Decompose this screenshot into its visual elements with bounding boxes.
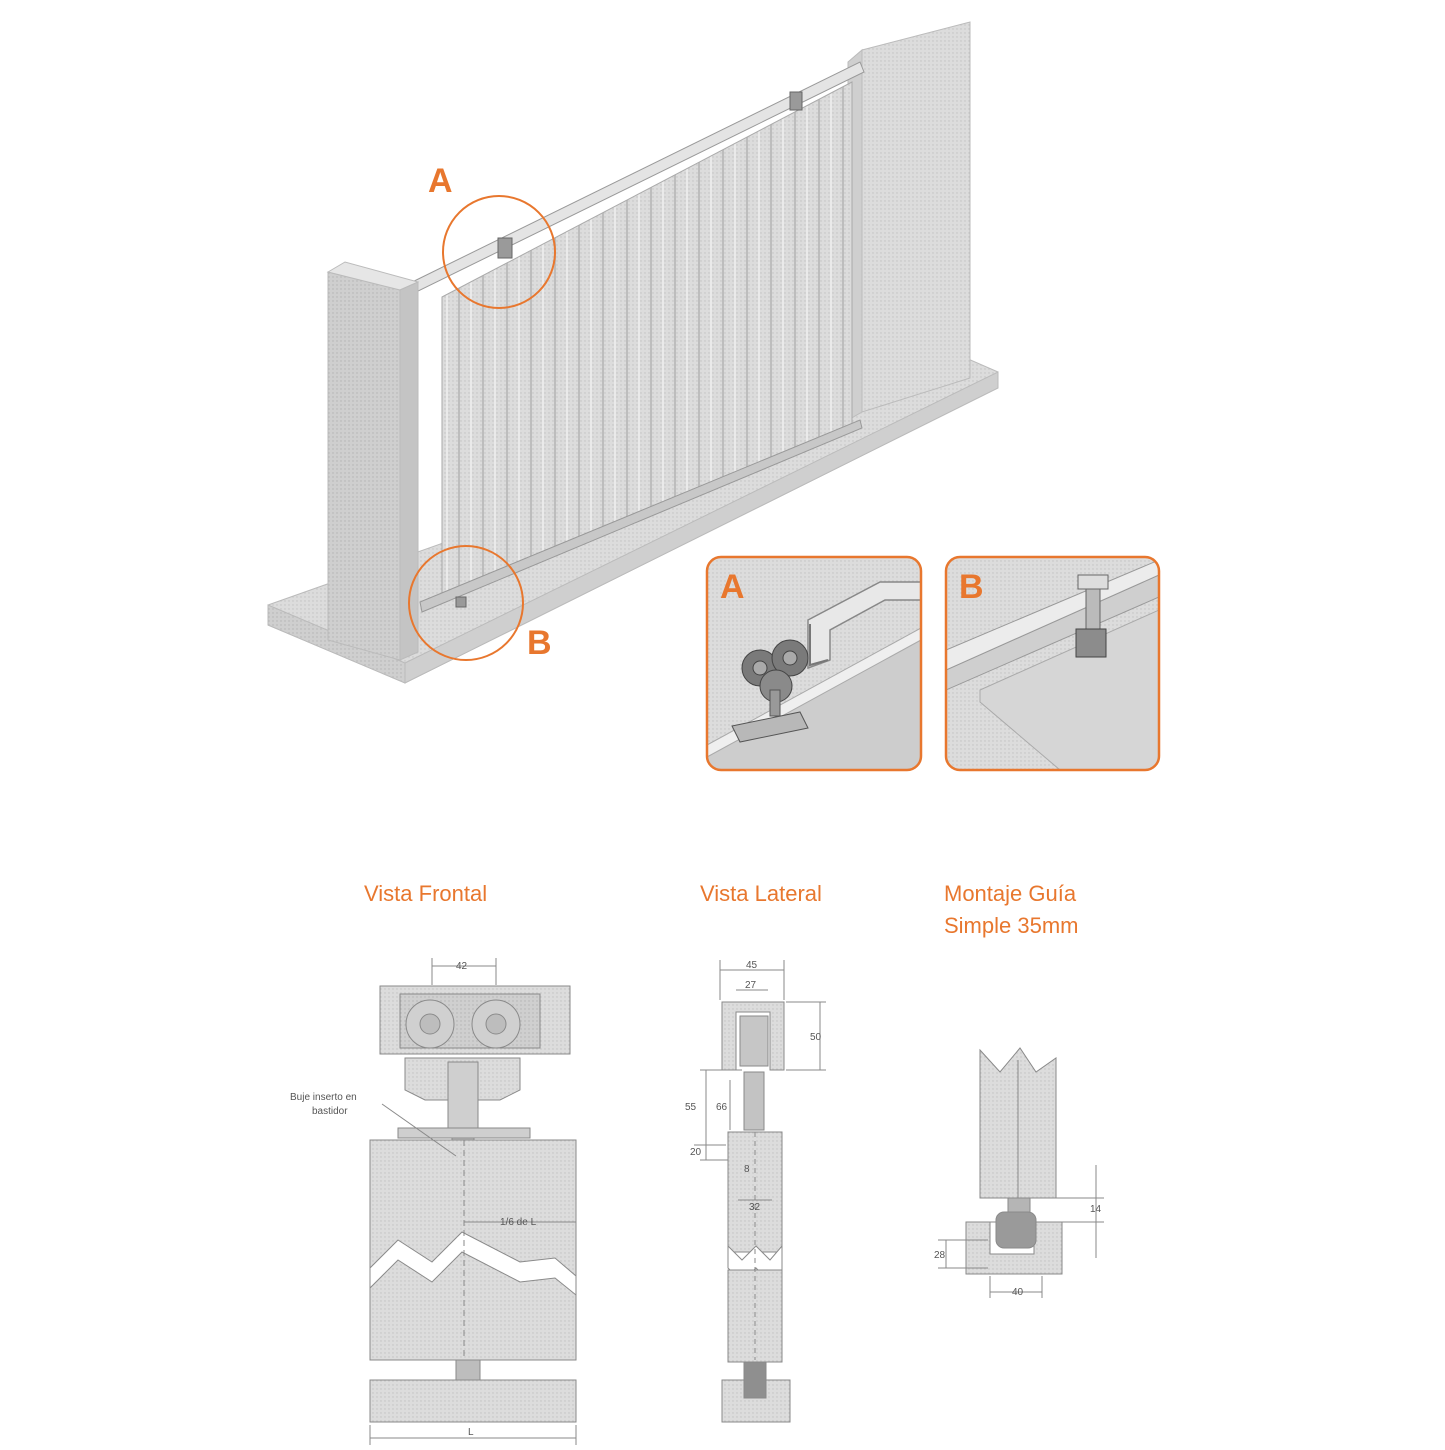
callout-label-b: B	[527, 624, 552, 662]
front-note-line1: Buje inserto en	[290, 1092, 357, 1103]
front-view-title: Vista Frontal	[364, 881, 488, 906]
guide-dim-bottom: 40	[1012, 1287, 1024, 1298]
guide-view-title-line1: Montaje Guía	[944, 881, 1077, 906]
side-dim-width: 45	[746, 960, 758, 971]
bottom-track	[419, 419, 863, 613]
side-dim-66: 66	[716, 1102, 728, 1113]
detail-label-a: A	[720, 568, 745, 606]
callout-circle-b	[408, 545, 524, 661]
side-dim-inner: 27	[745, 980, 757, 991]
detail-label-b: B	[959, 568, 984, 606]
callout-label-a: A	[428, 162, 453, 200]
front-note-line2: bastidor	[312, 1106, 348, 1117]
detail-panel-a: A	[705, 555, 923, 772]
roller-hardware-icon	[455, 91, 803, 608]
guide-view-title-line2: Simple 35mm	[944, 913, 1079, 938]
side-dim-55: 55	[685, 1102, 697, 1113]
guide-dim-left: 28	[934, 1250, 946, 1261]
side-dim-32: 32	[749, 1202, 761, 1213]
front-dim-center: 1/6 de L	[500, 1217, 537, 1228]
front-wheels-icon	[405, 999, 521, 1049]
front-view-drawing: 42 1/6 de L L Buje inserto en bastidor	[290, 958, 577, 1445]
side-dim-20: 20	[690, 1147, 702, 1158]
side-dim-8: 8	[744, 1164, 750, 1175]
guide-roller-icon	[1075, 574, 1109, 658]
callout-circle-a	[442, 195, 556, 309]
detail-panel-b: B	[944, 555, 1161, 772]
c-channel-icon	[807, 581, 921, 670]
side-view-title: Vista Lateral	[700, 881, 822, 906]
front-dim-bottom: L	[468, 1427, 474, 1438]
front-dim-top: 42	[456, 961, 468, 972]
side-view-drawing: 45 27 50 55 66 20 8 32	[685, 960, 826, 1423]
guide-dim-right: 14	[1090, 1204, 1102, 1215]
guide-mounting-drawing: 14 28 40	[934, 1047, 1104, 1298]
trolley-wheel-icon	[731, 639, 809, 743]
side-dim-height: 50	[810, 1032, 822, 1043]
right-wall	[861, 21, 971, 413]
left-post	[327, 271, 401, 661]
gate-illustration: A B	[267, 21, 999, 684]
